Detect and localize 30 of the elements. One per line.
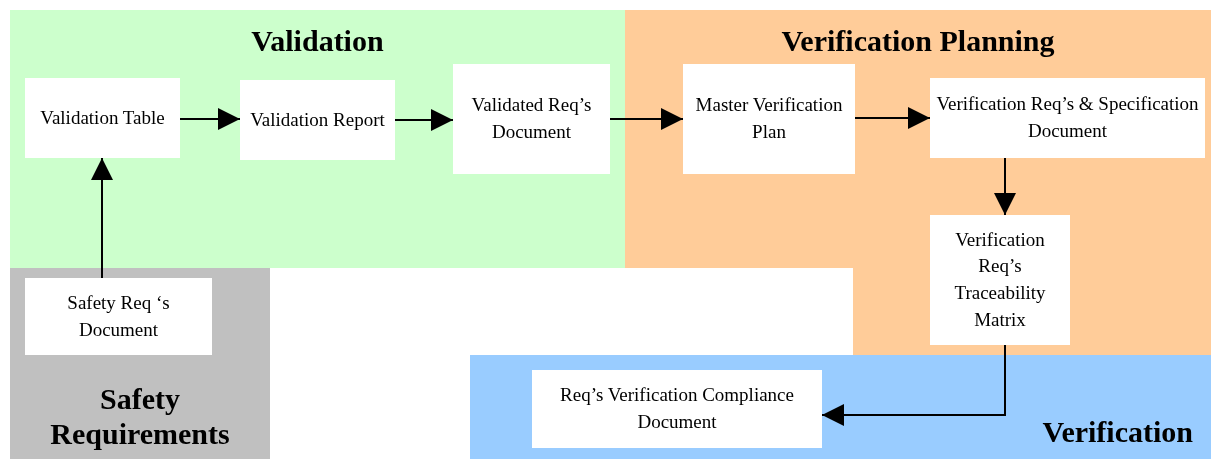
box-label: Req’s Verification Compliance Document	[559, 383, 795, 434]
box-label: Validation Report	[250, 107, 385, 132]
box-label: Validated Req’s Document	[470, 93, 593, 144]
arrow	[854, 107, 931, 129]
arrow	[91, 157, 113, 279]
process-box	[25, 78, 180, 158]
process-box	[25, 278, 212, 355]
box-label: Verification Req’s Traceability Matrix	[953, 227, 1047, 332]
box-label: Safety Req ‘s Document	[66, 290, 171, 342]
arrow	[821, 344, 1006, 426]
box-label: Master Verification Plan	[694, 93, 844, 144]
box-label: Verification Req’s & Specification Document	[936, 92, 1199, 143]
process-box	[240, 80, 395, 160]
process-box	[930, 78, 1205, 158]
region-panel	[470, 355, 1211, 459]
arrow	[394, 109, 454, 131]
process-box	[930, 215, 1070, 345]
process-box	[683, 64, 855, 174]
region-title: Verification Planning	[780, 24, 1056, 59]
region-panel	[10, 10, 625, 268]
process-box	[532, 370, 822, 448]
process-box	[453, 64, 610, 174]
region-panel	[10, 268, 270, 459]
arrow	[994, 157, 1016, 216]
box-label: Validation Table	[40, 105, 165, 130]
arrow	[179, 108, 241, 130]
region-title: Safety Requirements	[49, 382, 231, 451]
region-title: Validation	[251, 24, 384, 59]
arrow	[609, 108, 684, 130]
region-title: Verification	[1042, 414, 1193, 449]
